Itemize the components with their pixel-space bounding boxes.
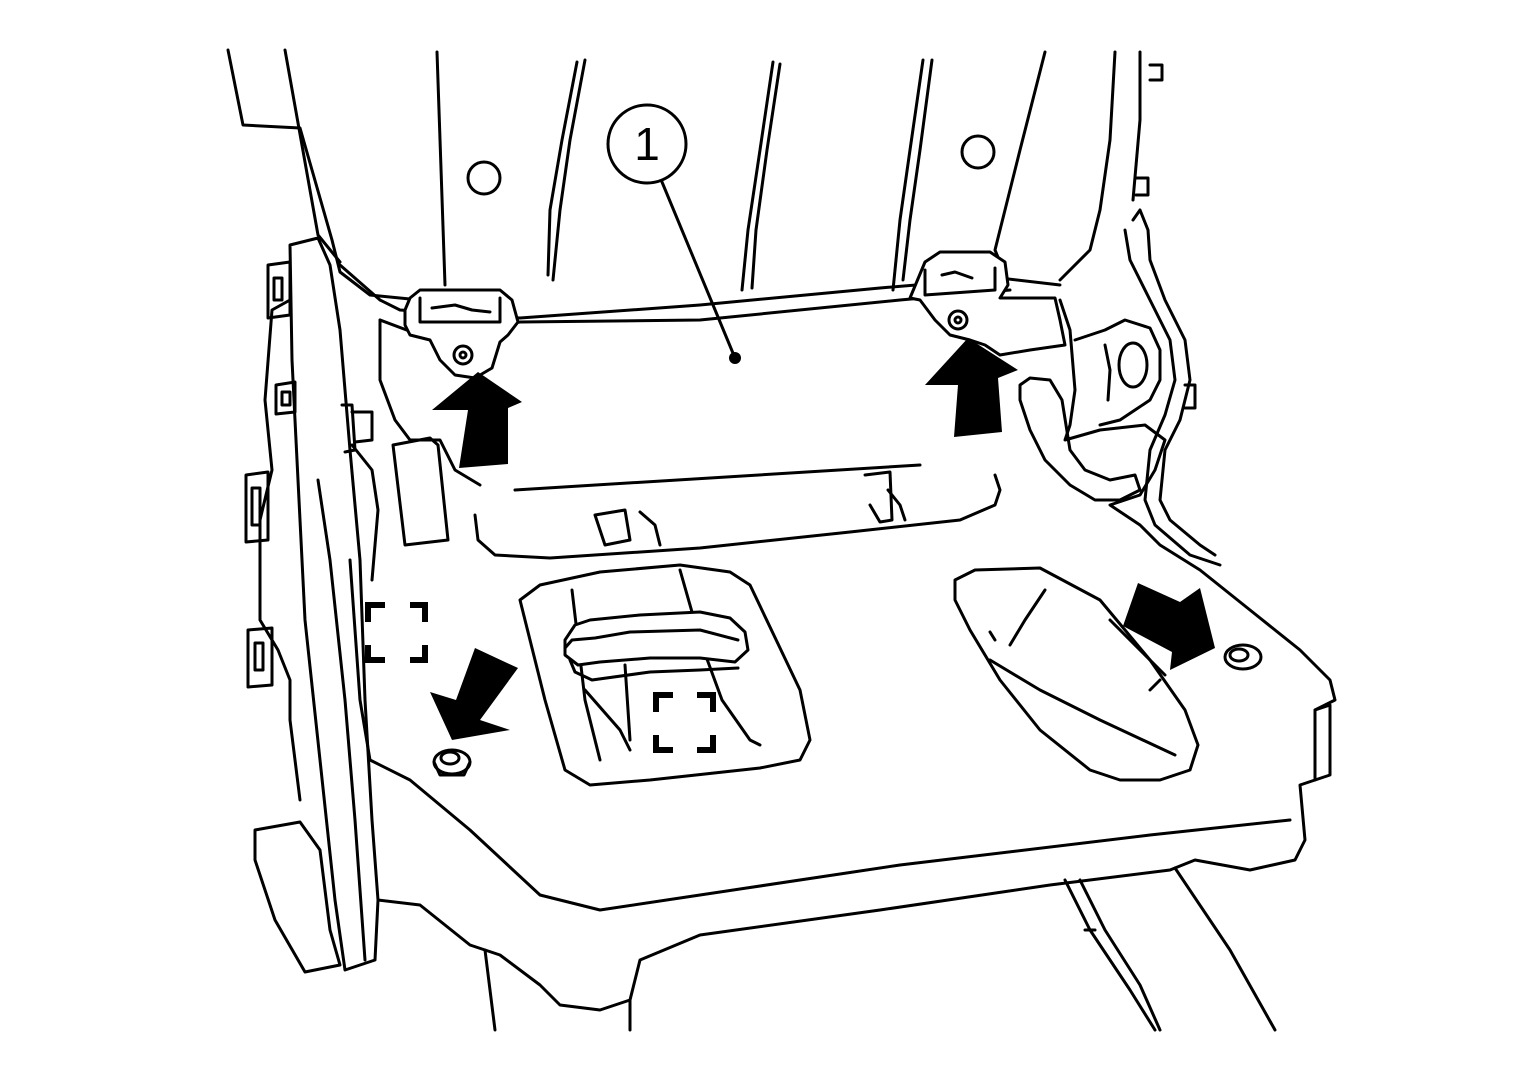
left-hook-bracket [403, 288, 520, 380]
bolt-left-lower [432, 748, 472, 777]
seat-back [226, 48, 1222, 567]
clip-marker-center [653, 692, 716, 753]
callout-1-label: 1 [634, 118, 660, 170]
left-buckle-recess [518, 563, 812, 787]
right-hook-bracket [908, 250, 1067, 357]
left-side-rail [244, 236, 380, 974]
center-panel [391, 436, 1002, 560]
seat-cushion-frame [348, 298, 1337, 1032]
arrow-up-right [925, 338, 1018, 437]
arrow-up-left [432, 372, 522, 468]
right-hinge-assembly [1018, 318, 1162, 502]
bolt-right-lower [1223, 643, 1263, 671]
arrow-down-left [430, 648, 518, 740]
clip-marker-left [365, 602, 428, 663]
right-buckle-recess [953, 566, 1200, 782]
arrow-down-right [1123, 583, 1215, 670]
callout-1: 1 [606, 103, 741, 364]
